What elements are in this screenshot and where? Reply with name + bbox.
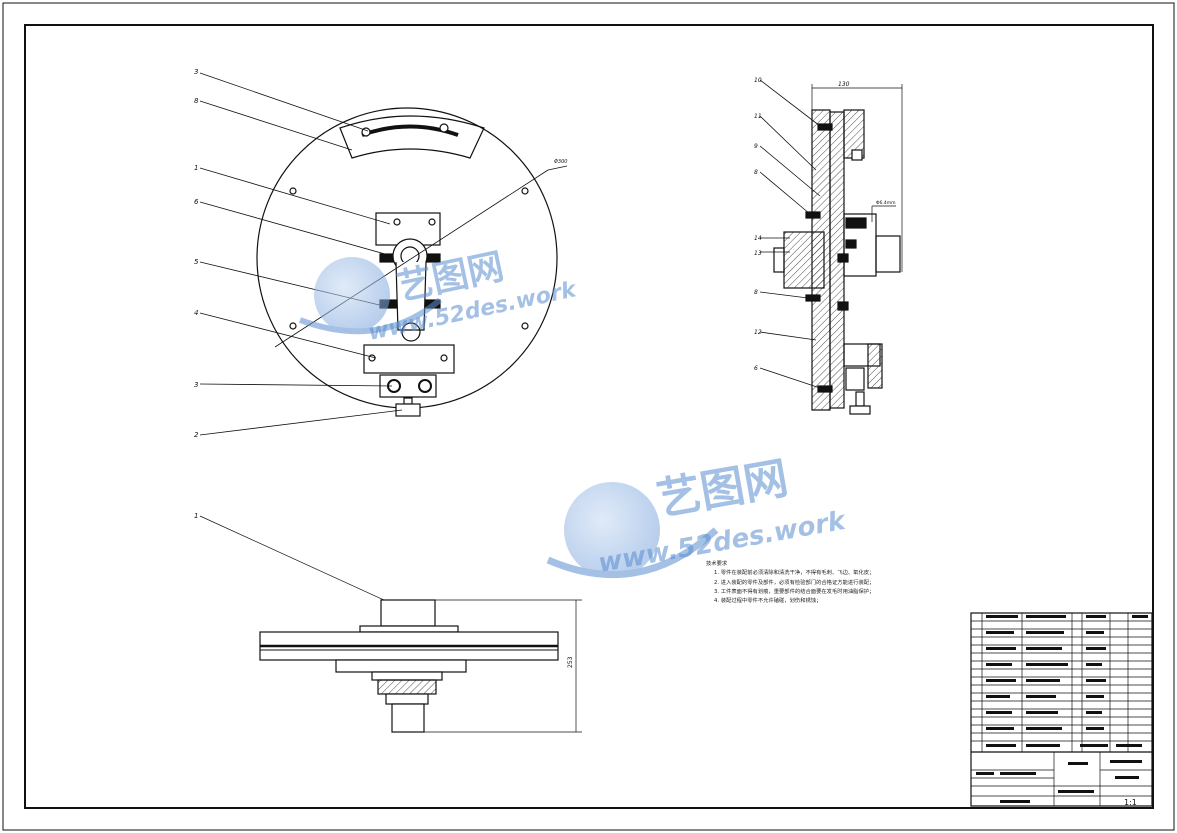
callout-s6: 13 xyxy=(754,250,762,257)
callout-s9: 6 xyxy=(754,365,758,372)
side-dimensions xyxy=(811,84,903,272)
tech-note-item: 1. 零件在装配前必须清除和清洗干净，不得有毛刺、飞边、氧化皮； xyxy=(714,570,875,577)
watermark-globe-1 xyxy=(298,257,442,335)
lower-block xyxy=(363,344,455,374)
callout-f1: 3 xyxy=(194,68,198,76)
callout-b1: 1 xyxy=(194,512,198,520)
bottom-dimensions xyxy=(199,515,582,733)
callout-s1: 10 xyxy=(754,77,762,84)
callout-f6: 4 xyxy=(194,309,198,317)
callout-f5: 5 xyxy=(194,258,199,266)
scale-label: 1:1 xyxy=(1124,798,1137,807)
callout-f8: 2 xyxy=(194,431,199,439)
tech-note-item: 4. 装配过程中零件不允许磕碰，划伤和锈蚀； xyxy=(714,598,822,605)
tech-note-item: 3. 工件表面不得有划痕，重要部件的结合面要在发毛时用油脂保护； xyxy=(714,588,875,595)
annotation-diameter: Φ300 xyxy=(554,159,567,165)
callout-f7: 3 xyxy=(194,381,198,389)
callout-f4: 6 xyxy=(194,198,199,206)
arc-plate xyxy=(339,115,485,159)
callout-s4: 8 xyxy=(754,169,758,176)
callout-s7: 8 xyxy=(754,289,758,296)
watermark-globe-2 xyxy=(546,482,719,579)
dim-bottom-height: 253 xyxy=(567,656,574,668)
callout-f3: 1 xyxy=(194,164,198,172)
callout-s5: 14 xyxy=(754,235,762,242)
side-leaders xyxy=(759,79,821,389)
callout-s2: 11 xyxy=(754,113,762,120)
dim-side-top: 130 xyxy=(838,81,850,88)
bottom-view xyxy=(259,599,559,733)
side-section-view xyxy=(773,109,901,415)
callout-f2: 8 xyxy=(194,97,199,105)
title-block-fills xyxy=(976,615,1148,803)
tech-note-item: 2. 进入装配的零件及部件，必须有检验部门的合格证方能进行装配； xyxy=(714,579,875,586)
front-leaders xyxy=(199,72,403,436)
front-view xyxy=(256,107,568,417)
tech-notes-heading: 技术要求 xyxy=(706,561,728,567)
technical-requirements: 技术要求 1. 零件在装配前必须清除和清洗干净，不得有毛刺、飞边、氧化皮； 2.… xyxy=(706,560,946,606)
callout-s8: 12 xyxy=(754,329,762,336)
callout-s3: 9 xyxy=(754,143,758,150)
dim-side-small: Φ6.4mm xyxy=(876,200,895,206)
watermark-logo-2: 艺图网 xyxy=(653,453,792,526)
inner-frame xyxy=(24,24,1154,809)
title-block xyxy=(970,612,1153,807)
